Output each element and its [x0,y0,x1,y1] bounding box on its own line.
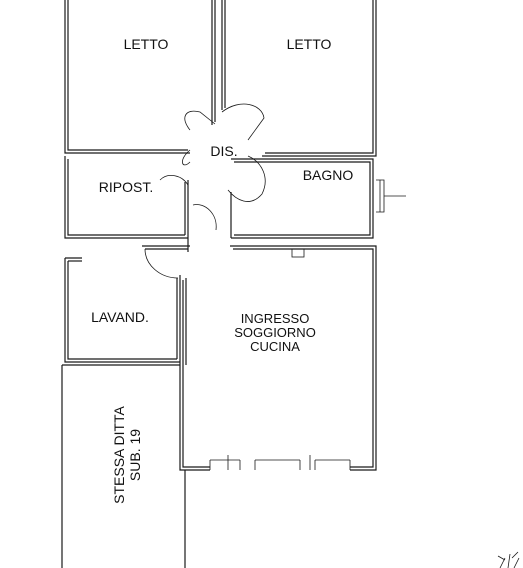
label-letto-left: LETTO [124,36,169,52]
label-ripost: RIPOST. [99,179,153,195]
room-ingresso-soggiorno-cucina [179,238,377,471]
room-lavanderia [64,245,190,363]
room-stessa-ditta [61,364,186,568]
room-letto-right [221,0,377,157]
label-lavand: LAVAND. [91,309,149,325]
room-letto-left [64,0,216,154]
label-stessa-ditta-group: STESSA DITTA SUB. 19 [111,405,143,503]
label-dis: DIS. [210,143,237,159]
label-soggiorno: SOGGIORNO [234,325,316,340]
plant-symbol [497,551,520,568]
label-ingresso: INGRESSO [241,311,310,326]
label-letto-right: LETTO [287,36,332,52]
room-bagno [230,158,406,239]
label-stessa-ditta: STESSA DITTA [111,405,127,503]
label-sub-19: SUB. 19 [127,429,143,481]
label-cucina: CUCINA [250,339,300,354]
room-disimpegno [182,103,266,231]
label-bagno: BAGNO [303,167,354,183]
room-ripostiglio [64,156,189,239]
